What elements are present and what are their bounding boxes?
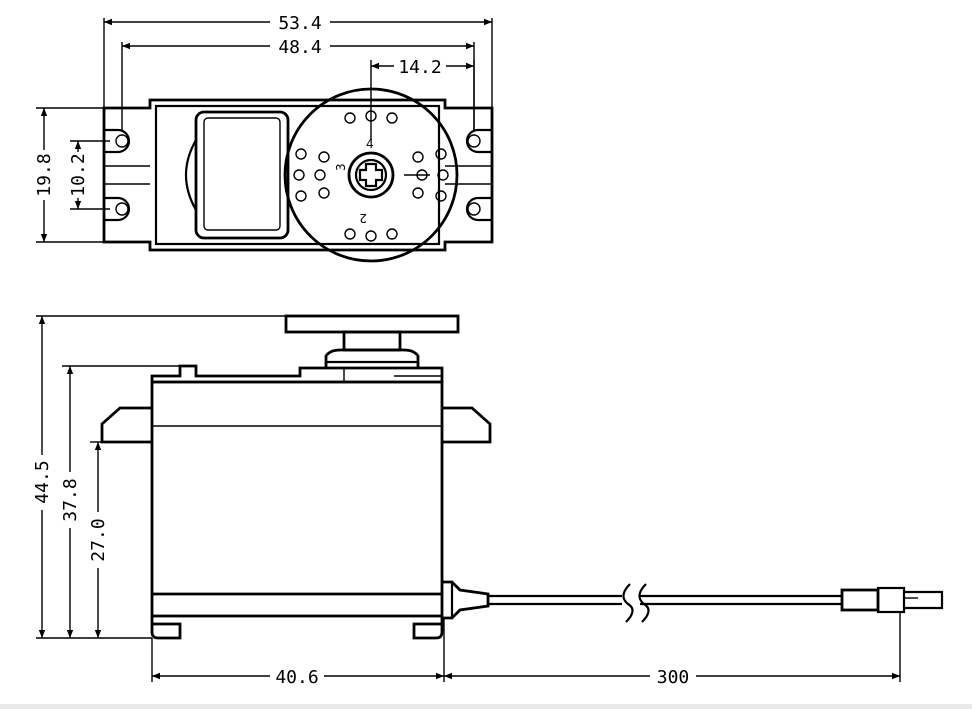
side-shaft [342, 330, 402, 352]
dim-overall-width: 53.4 [278, 13, 321, 34]
dim-total-height: 44.5 [32, 460, 53, 503]
dim-body-width: 40.6 [275, 667, 318, 688]
dim-shaft-offset: 14.2 [398, 57, 441, 78]
horn-label-2: 2 [359, 211, 367, 225]
label-window [194, 110, 290, 240]
cable-connector [840, 588, 880, 612]
side-flange [100, 406, 152, 444]
top-body-frame [154, 104, 441, 246]
horn-label-3: 3 [334, 163, 348, 171]
top-flange-outline [102, 98, 494, 252]
screw-head-icon [358, 162, 384, 188]
side-body [150, 380, 444, 618]
side-horn-disc [284, 314, 460, 334]
side-view: 44.5 37.8 27.0 40.6 300 [32, 314, 944, 688]
horn-label-1: 4 [366, 137, 374, 151]
horn-hub [347, 151, 395, 199]
top-view: 4 3 2 53.4 48.4 14.2 19.8 [34, 13, 494, 263]
dim-flange-top-height: 37.8 [60, 478, 81, 521]
dim-cable-length: 300 [657, 667, 690, 688]
dim-flange-height: 27.0 [88, 518, 109, 561]
dim-mount-hole-spacing: 48.4 [278, 37, 321, 58]
dim-mount-hole-vertical: 10.2 [68, 153, 89, 196]
dim-body-height: 19.8 [34, 153, 55, 196]
right-mount-slots [445, 128, 492, 222]
bottom-border [0, 704, 972, 709]
left-mount-slots [104, 128, 150, 222]
